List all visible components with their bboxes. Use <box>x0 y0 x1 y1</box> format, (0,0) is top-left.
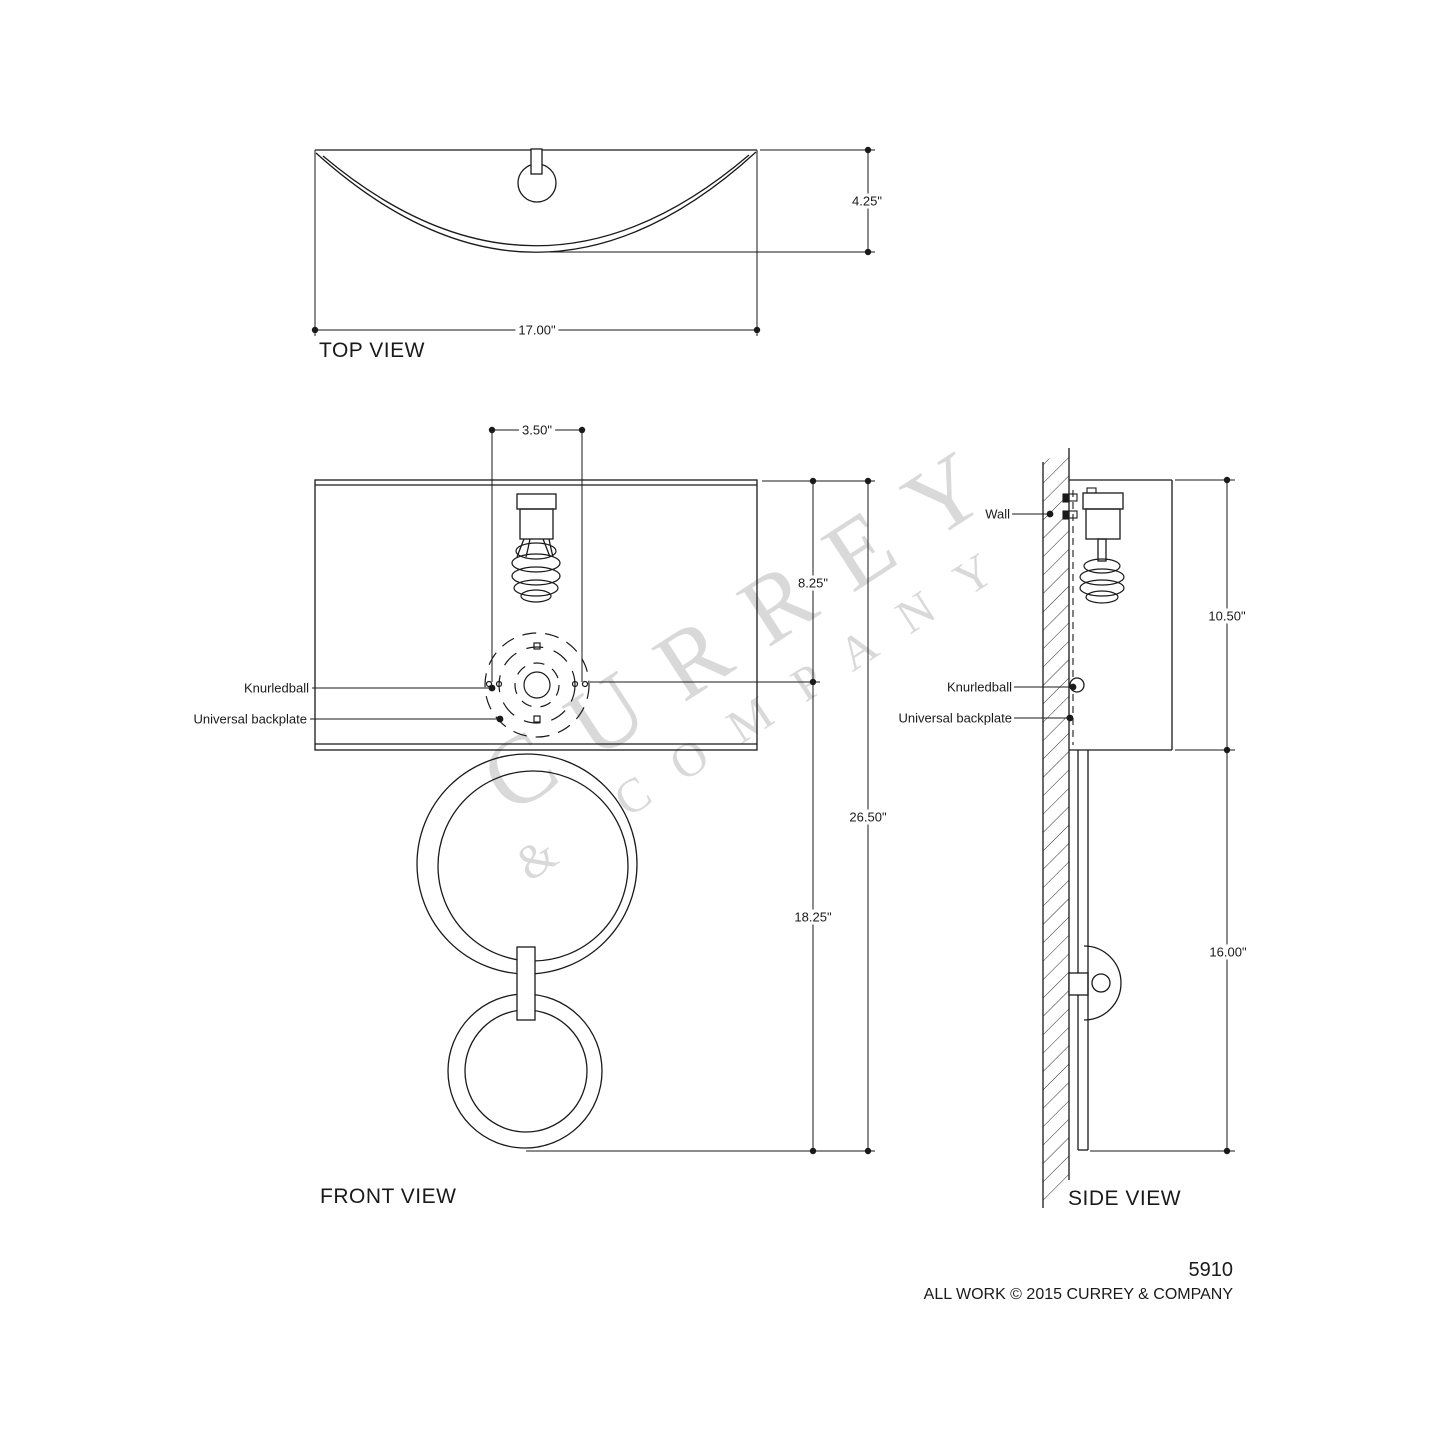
side-view-dimensions <box>1012 476 1235 1155</box>
copyright-notice: ALL WORK © 2015 CURREY & COMPANY <box>923 1286 1233 1303</box>
side-backplate-label: Universal backplate <box>898 710 1012 726</box>
front-rings-height-dimension: 18.25" <box>791 909 835 925</box>
front-shade-height-dimension: 8.25" <box>795 575 831 591</box>
side-view-title: SIDE VIEW <box>1068 1187 1182 1210</box>
side-knurledball-label: Knurledball <box>946 679 1012 695</box>
front-backplate-label: Universal backplate <box>193 711 307 727</box>
side-wall-label: Wall <box>985 506 1010 522</box>
side-rings-height-dimension: 16.00" <box>1206 944 1250 960</box>
front-socket-dimension: 3.50" <box>519 422 555 438</box>
top-depth-dimension: 4.25" <box>849 193 885 209</box>
top-width-dimension: 17.00" <box>515 322 559 338</box>
front-overall-height-dimension: 26.50" <box>846 809 890 825</box>
product-number: 5910 <box>1188 1259 1234 1281</box>
side-shade-height-dimension: 10.50" <box>1205 608 1249 624</box>
side-view-drawing <box>1042 448 1173 1208</box>
top-view-title: TOP VIEW <box>319 339 425 362</box>
front-knurledball-label: Knurledball <box>243 680 309 696</box>
front-view-title: FRONT VIEW <box>320 1185 457 1208</box>
top-view-drawing <box>315 148 757 253</box>
front-view-drawing <box>314 479 758 1149</box>
